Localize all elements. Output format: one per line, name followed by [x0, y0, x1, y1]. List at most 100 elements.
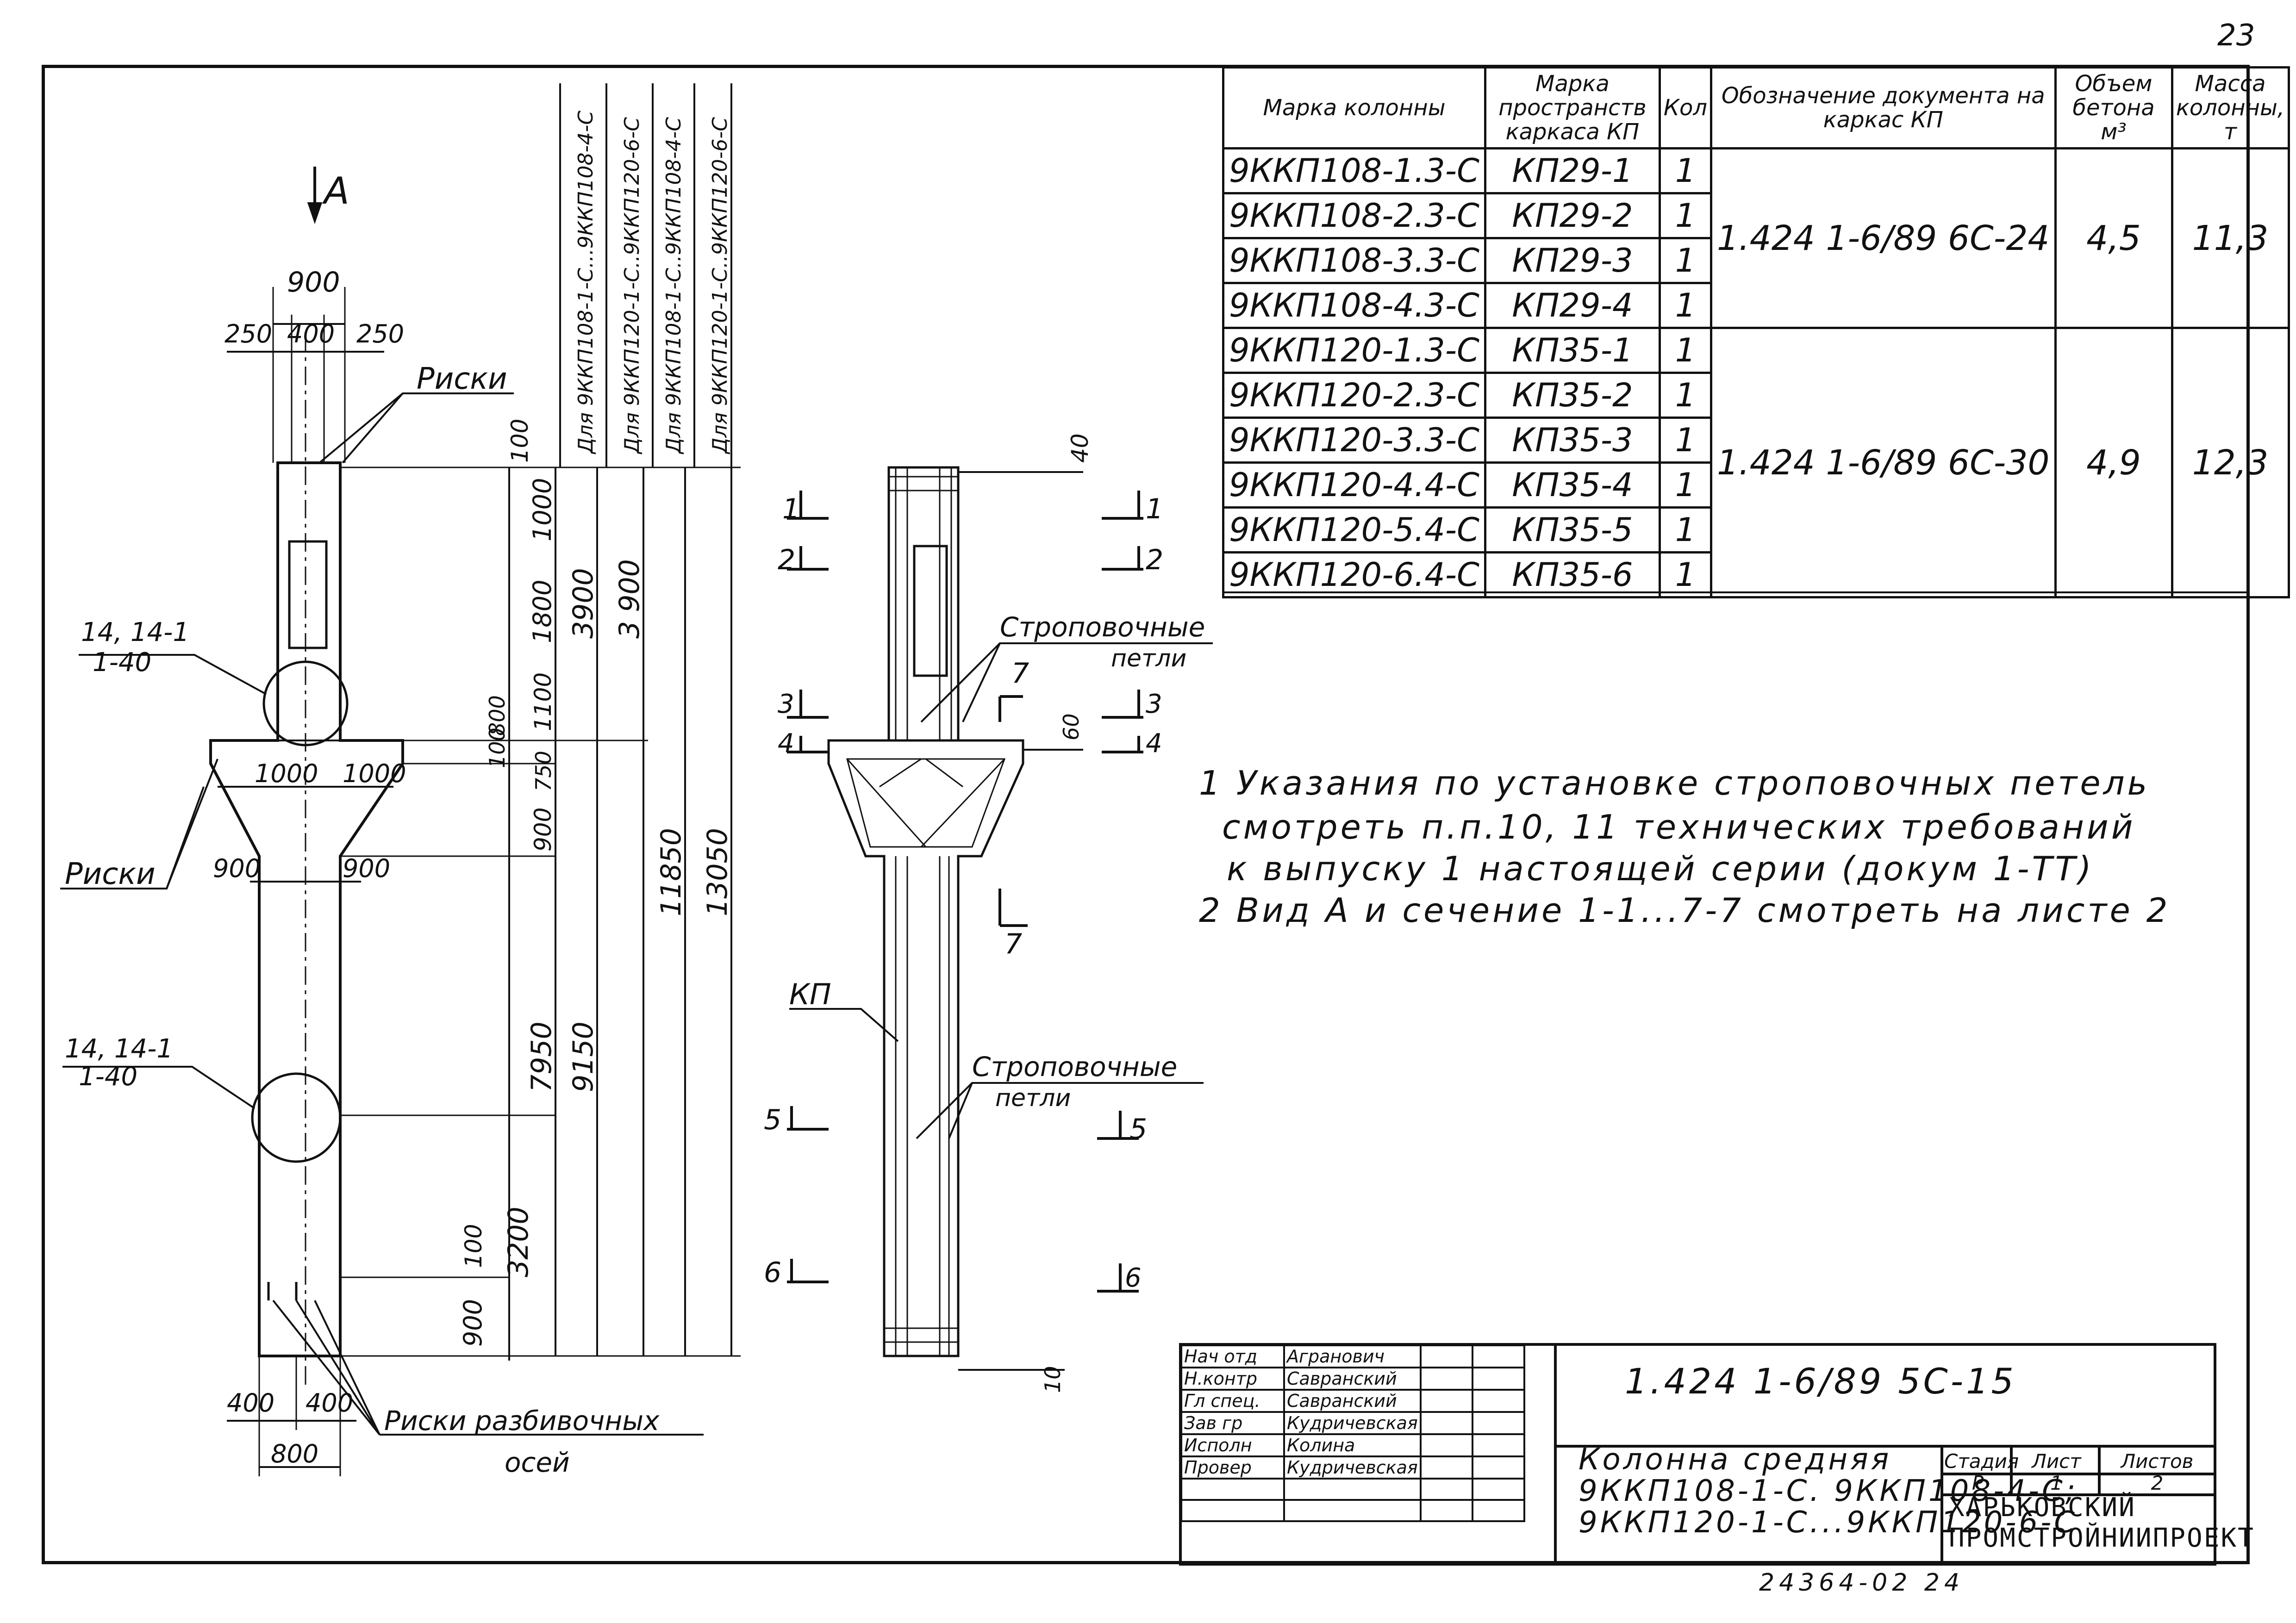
- note-line-2: смотреть п.п.10, 11 технических требован…: [1222, 808, 2136, 846]
- spec-kp: КП35-5: [1484, 506, 1661, 553]
- approval-row: [1180, 1499, 1525, 1522]
- spec-qty: 1: [1658, 237, 1713, 284]
- approval-name: Кудричевская: [1283, 1411, 1422, 1435]
- table-row: 9ККП120-3.3-С КП35-3 1: [1222, 417, 2289, 464]
- spec-mark: 9ККП120-2.3-С: [1222, 372, 1486, 419]
- table-row: 9ККП108-3.3-С КП29-3 1: [1222, 237, 2289, 284]
- sheets-label: Листов: [2121, 1450, 2194, 1473]
- approval-date: [1471, 1433, 1525, 1457]
- table-row: 9ККП108-1.3-С КП29-1 1 1.424 1-6/89 6С-2…: [1222, 147, 2290, 329]
- spec-kp: КП29-3: [1484, 237, 1661, 284]
- dim-v-900-bot: 900: [458, 1299, 487, 1347]
- callout-1-sheet: 1-40: [93, 647, 151, 678]
- for-label-2: Для 9ККП120-1-С..9ККП120-6-С: [620, 117, 644, 454]
- section-5-right: 5: [1129, 1113, 1147, 1145]
- dim-console-right: 1000: [343, 759, 406, 788]
- spec-mark: 9ККП120-5.4-С: [1222, 506, 1486, 553]
- dim-v-3200: 3200: [502, 1206, 535, 1277]
- dim-v-900-mid: 900: [530, 808, 556, 852]
- approval-row: Гл спец.Савранский: [1180, 1389, 1525, 1413]
- riski-top-label: Риски: [417, 362, 507, 396]
- spec-header-row: Марка колонны Марка пространств каркаса …: [1222, 66, 2290, 149]
- spec-header-mark: Марка колонны: [1222, 66, 1486, 149]
- spec-kp: КП35-4: [1484, 461, 1661, 509]
- spec-mark: 9ККП108-3.3-С: [1222, 237, 1486, 284]
- approval-role: Зав гр: [1180, 1411, 1285, 1435]
- spec-mass-group-2: 12,3: [2171, 327, 2290, 598]
- dim-v-11850: 11850: [655, 828, 687, 916]
- dim-v-100-top: 100: [506, 419, 533, 463]
- spec-header-volume: Объем бетона м³: [2054, 66, 2173, 149]
- dim-base-left: 900: [213, 854, 261, 883]
- section-2-right: 2: [1146, 544, 1163, 576]
- table-row: 9ККП120-1.3-С КП35-1 1 1.424 1-6/89 6С-3…: [1222, 327, 2290, 598]
- approval-date: [1471, 1344, 1525, 1368]
- organization-name: ХАРЬКОВСКИЙ ПРОМСТРОЙНИИПРОЕКТ: [1949, 1492, 2255, 1554]
- section-5-left: 5: [764, 1104, 781, 1136]
- table-row: 9ККП120-2.3-С КП35-2 1: [1222, 372, 2289, 419]
- loops-2-label-b: петли: [995, 1084, 1071, 1112]
- dim-v-3900-a: 3900: [567, 568, 599, 639]
- spec-header-mass: Масса колонны, т: [2171, 66, 2290, 149]
- approval-role: Провер: [1180, 1455, 1285, 1480]
- dim-bottom-total: 800: [271, 1439, 318, 1468]
- section-2-left: 2: [778, 544, 795, 576]
- organization-line-2: ПРОМСТРОЙНИИПРОЕКТ: [1949, 1523, 2255, 1553]
- approval-signature: [1419, 1455, 1473, 1480]
- spec-qty: 1: [1658, 372, 1713, 419]
- sheets-value: 2: [2151, 1472, 2164, 1494]
- table-row: 9ККП120-5.4-С КП35-5 1: [1222, 506, 2289, 553]
- spec-qty: 1: [1658, 327, 1713, 374]
- section-6-right: 6: [1125, 1263, 1142, 1293]
- spec-qty: 1: [1658, 147, 1713, 194]
- view-a-label: А: [322, 169, 349, 212]
- approval-date: [1471, 1455, 1525, 1480]
- spec-doc-group-2: 1.424 1-6/89 6С-30: [1710, 327, 2057, 598]
- dim-v-13050: 13050: [701, 828, 734, 916]
- spec-table: Марка колонны Марка пространств каркаса …: [1222, 66, 2290, 598]
- spec-qty: 1: [1658, 192, 1713, 239]
- note-line-3: к выпуску 1 настоящей серии (докум 1-ТТ): [1227, 849, 2094, 888]
- spec-volume-group-1: 4,5: [2054, 147, 2173, 329]
- section-7-bottom: 7: [1004, 928, 1022, 960]
- spec-kp: КП29-1: [1484, 147, 1661, 194]
- riski-axes-label-1: Риски разбивочных: [384, 1405, 660, 1436]
- for-label-3: Для 9ККП108-1-С..9ККП108-4-С: [662, 117, 686, 454]
- archive-code: 24364-02 24: [1759, 1569, 1965, 1597]
- approval-signature: [1419, 1367, 1473, 1391]
- dim-console-left: 1000: [255, 759, 318, 788]
- dim-40: 40: [1067, 433, 1093, 463]
- page-number: 23: [2217, 19, 2255, 53]
- dim-v-7950: 7950: [525, 1021, 558, 1092]
- drawing-title-line-1: Колонна средняя: [1578, 1443, 1892, 1477]
- dim-base-right: 900: [343, 854, 390, 883]
- approval-signature: [1419, 1433, 1473, 1457]
- dim-v-3900-b: 3 900: [613, 559, 646, 639]
- approval-name: Колина: [1283, 1433, 1422, 1457]
- spec-header-kp: Марка пространств каркаса КП: [1484, 66, 1661, 149]
- note-line-1: 1 Указания по установке строповочных пет…: [1199, 764, 2150, 802]
- approval-row: [1180, 1478, 1525, 1501]
- callout-1-ref: 14, 14-1: [81, 617, 189, 647]
- drawing-title-line-3: 9ККП120-1-С...9ККП120-6-С: [1578, 1505, 2078, 1540]
- spec-kp: КП35-1: [1484, 327, 1661, 374]
- approval-signature: [1419, 1389, 1473, 1413]
- spec-mark: 9ККП120-3.3-С: [1222, 417, 1486, 464]
- stage-label: Стадия: [1944, 1450, 2019, 1473]
- spec-qty: 1: [1658, 506, 1713, 553]
- dim-v-1800: 1800: [528, 580, 557, 643]
- table-row: 9ККП120-4.4-С КП35-4 1: [1222, 461, 2289, 509]
- approval-date: [1471, 1411, 1525, 1435]
- column-outline: [209, 461, 404, 1357]
- approval-date: [1471, 1389, 1525, 1413]
- dim-v-100-mid: 100: [485, 728, 510, 768]
- dim-bottom-right: 400: [306, 1388, 353, 1418]
- spec-doc-group-1: 1.424 1-6/89 6С-24: [1710, 147, 2057, 329]
- loops-2-label-a: Строповочные: [972, 1051, 1177, 1082]
